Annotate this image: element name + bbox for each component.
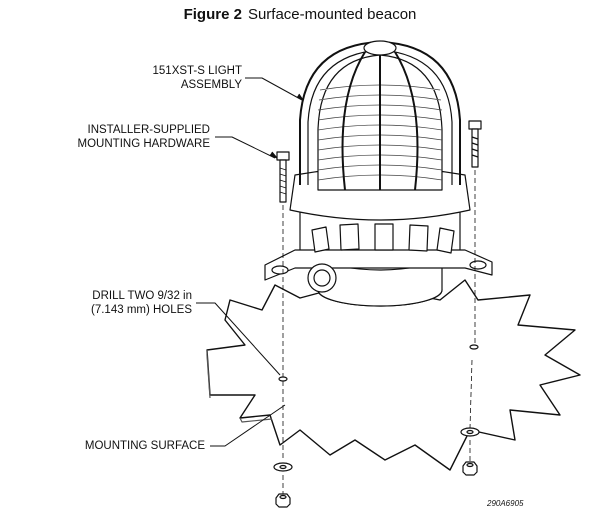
- callout-mounting-hardware: INSTALLER-SUPPLIED MOUNTING HARDWARE: [78, 123, 210, 151]
- part-number: 290A6905: [487, 499, 524, 508]
- beacon-light-assembly: [264, 40, 493, 307]
- nut-left: [275, 493, 291, 508]
- washer-left: [273, 462, 293, 472]
- figure-title: Figure 2 Surface-mounted beacon: [0, 6, 600, 23]
- washer-right: [460, 427, 480, 437]
- callout-line: DRILL TWO 9/32 in: [92, 290, 192, 302]
- callout-line: 151XST-S LIGHT: [152, 65, 242, 77]
- callout-drill-holes: DRILL TWO 9/32 in (7.143 mm) HOLES: [91, 289, 192, 317]
- mounting-surface-plate: [206, 279, 581, 471]
- mounting-bolt-right: [468, 120, 482, 168]
- callout-line: MOUNTING HARDWARE: [77, 138, 210, 150]
- callout-line: (7.143 mm) HOLES: [91, 304, 192, 316]
- nut-right: [462, 461, 478, 476]
- callout-mounting-surface: MOUNTING SURFACE: [84, 440, 205, 452]
- figure-caption: Surface-mounted beacon: [247, 6, 417, 23]
- leader-lines: [196, 77, 304, 447]
- callout-line: INSTALLER-SUPPLIED: [87, 124, 211, 136]
- callout-light-assembly: 151XST-S LIGHT ASSEMBLY: [153, 64, 242, 92]
- callout-line: ASSEMBLY: [180, 79, 242, 91]
- drill-hole-right: [469, 344, 479, 350]
- mounting-bolt-left: [276, 151, 290, 203]
- drill-hole-left: [278, 376, 288, 382]
- figure-number: Figure 2: [183, 6, 242, 23]
